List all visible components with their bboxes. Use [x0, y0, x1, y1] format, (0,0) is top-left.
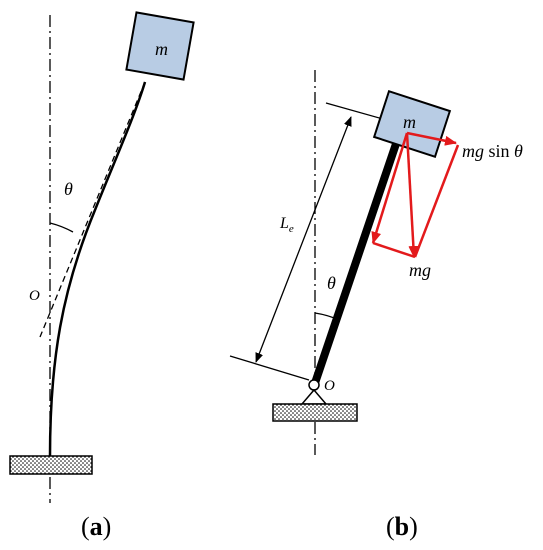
pivot-joint — [308, 379, 320, 391]
angle-label-b: θ — [327, 273, 336, 293]
length-label: Le — [279, 215, 294, 235]
rigid-rod — [311, 130, 404, 385]
bottom-reference-line — [229, 355, 310, 381]
component-force-label: mg sin θ — [462, 141, 523, 161]
mass-label-a: m — [155, 39, 168, 59]
origin-label-b: O — [324, 378, 335, 394]
panel-a: m θ O (a) — [9, 11, 195, 541]
chord-line-a — [39, 81, 146, 338]
gravity-force-label: mg — [409, 260, 431, 280]
gravity-force-arrow — [405, 132, 419, 258]
mass-label-b: m — [403, 112, 416, 132]
angle-arc-b — [314, 312, 340, 321]
parallelogram-edge-right — [413, 144, 460, 258]
angle-label-a: θ — [64, 179, 73, 199]
length-dimension-arrow — [255, 116, 352, 363]
pivot-support — [300, 388, 328, 405]
ground-base-b — [272, 403, 358, 422]
angle-arc-a — [49, 222, 74, 233]
parallelogram-edge-bottom — [372, 241, 416, 259]
force-vectors — [371, 131, 460, 259]
mass-block-a — [125, 11, 195, 81]
fixed-base-a — [9, 455, 93, 475]
caption-b: (b) — [386, 512, 418, 541]
tangential-force-arrow — [406, 131, 457, 146]
flexible-rod-a — [48, 81, 147, 457]
origin-label-a: O — [29, 288, 40, 304]
axial-component-arrow — [371, 132, 409, 244]
mass-block-b — [372, 90, 452, 158]
caption-a: (a) — [81, 512, 111, 541]
panel-b: Le θ m mg sin θ mg O (b) — [229, 70, 523, 541]
